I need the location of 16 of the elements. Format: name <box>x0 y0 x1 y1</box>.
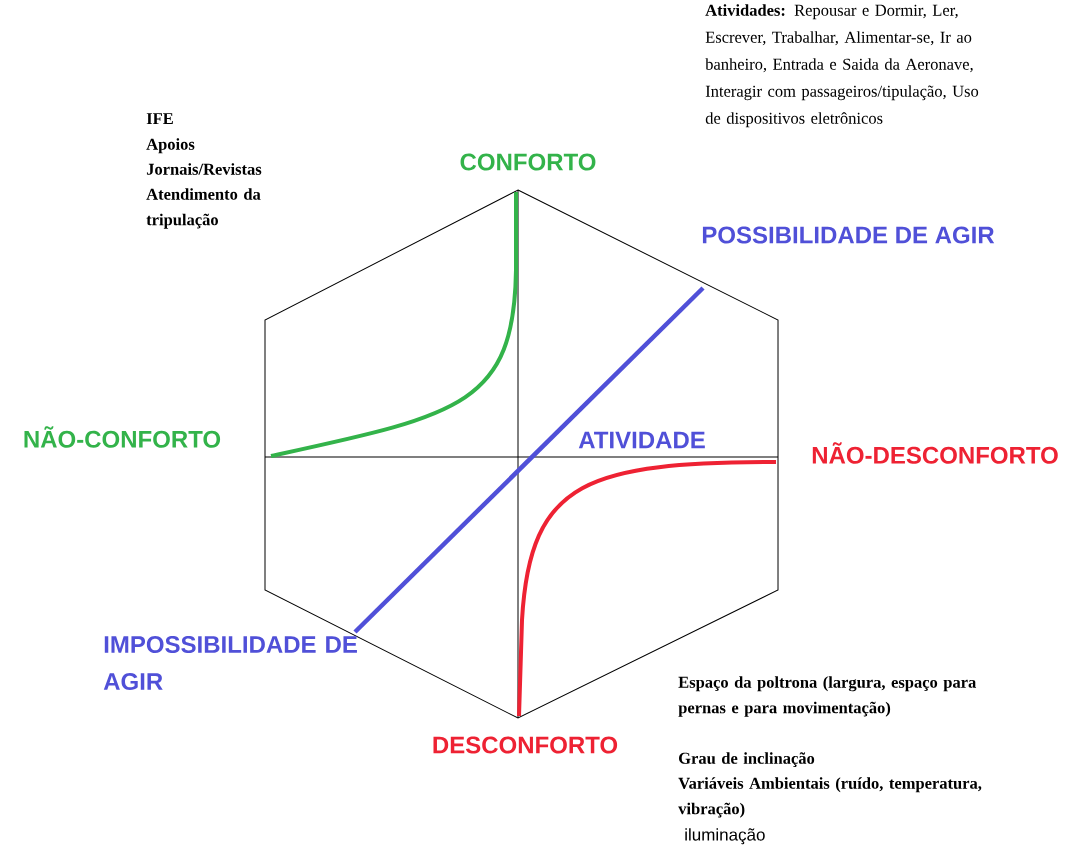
note-text: IFE <box>146 113 173 124</box>
note-text: Jornais/Revistas <box>146 163 262 175</box>
axis-label: ATIVIDADE <box>578 431 705 449</box>
axis-label: NÃO-DESCONFORTO <box>812 442 1058 464</box>
axis-label: IMPOSSIBILIDADE DE AGIR <box>103 636 357 690</box>
axis-label: DESCONFORTO <box>433 736 618 754</box>
axis-label: POSSIBILIDADE DE AGIR <box>702 226 995 244</box>
axis-label: CONFORTO <box>460 153 596 171</box>
note-text: Variáveis Ambientais (ruído, temperatura, vibração) <box>678 777 982 818</box>
note-text: Grau de inclinação <box>679 752 815 768</box>
note-text: Apoios <box>146 138 195 154</box>
note-text: iluminação <box>685 828 765 845</box>
note-text: Espaço da poltrona (largura, espaço para pernas e para movimentação) <box>678 676 977 717</box>
activities-note: Atividades: Repousar e Dormir, Ler, Escrever, Trabalhar, Alimentar-se, Ir ao banheiro, Entrada e Saida da Aeronave, Interagir com passageiros/tipulação, Uso de dispositivos eletrônicos <box>705 4 979 128</box>
note-text: Atendimento da tripulação <box>146 188 261 229</box>
axis-label: NÃO-CONFORTO <box>24 426 221 448</box>
